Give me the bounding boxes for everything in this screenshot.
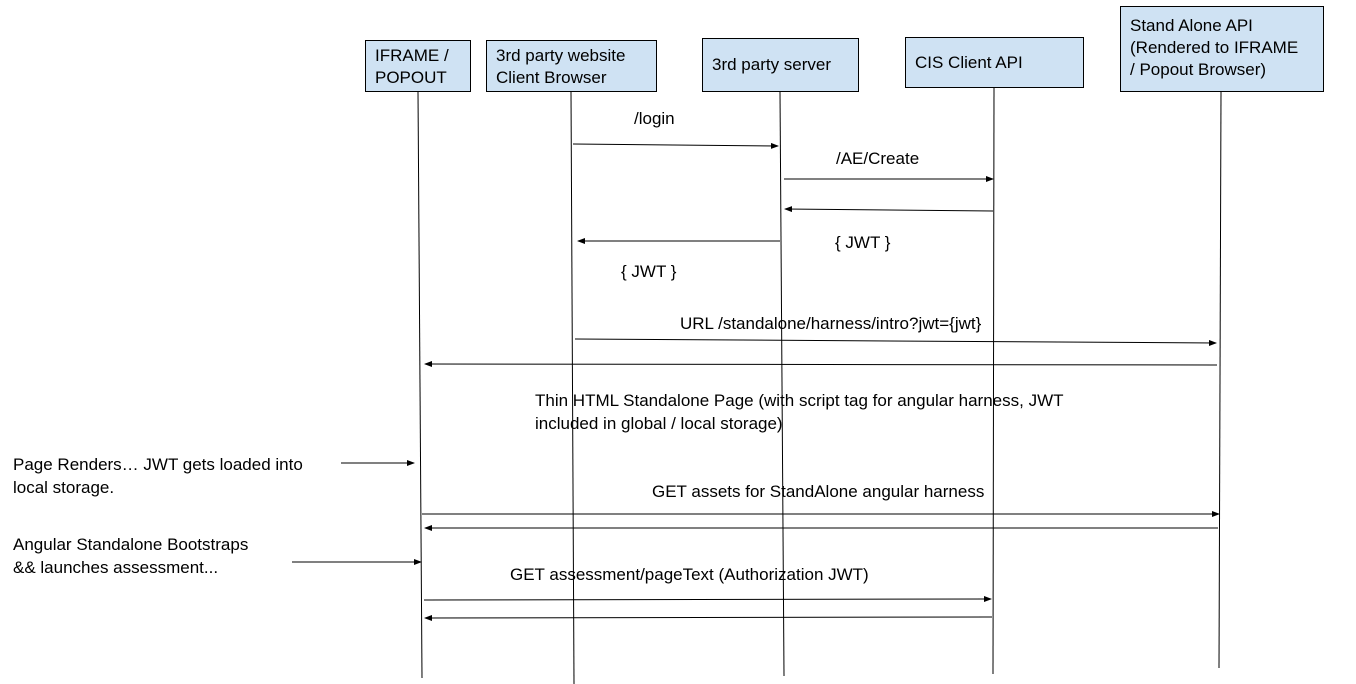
note-thin-html: Thin HTML Standalone Page (with script t…: [535, 389, 1064, 435]
participant-label: Client Browser: [496, 68, 607, 87]
message-label-cis-return: { JWT }: [835, 233, 891, 252]
lifeline-browser: [570, 91, 575, 684]
note-angular-bootstraps: Angular Standalone Bootstraps && launche…: [13, 533, 248, 579]
participant-iframe: IFRAME / POPOUT: [365, 40, 471, 92]
note-line: included in global / local storage): [535, 414, 783, 433]
participant-browser: 3rd party website Client Browser: [486, 40, 657, 92]
arrow-get-pagetext: [423, 596, 992, 603]
arrow-login: [572, 142, 779, 149]
arrow-thin-page-return: [424, 361, 1218, 368]
participant-label: POPOUT: [375, 68, 447, 87]
participant-label: (Rendered to IFRAME: [1130, 38, 1299, 57]
participant-label: Stand Alone API: [1130, 16, 1253, 35]
arrow-pagetext-return: [424, 614, 993, 621]
participant-label: CIS Client API: [915, 52, 1023, 72]
lifeline-standalone: [1218, 91, 1222, 669]
message-label-get-pagetext: GET assessment/pageText (Authorization J…: [510, 565, 869, 584]
participant-label: IFRAME /: [375, 46, 449, 65]
lifeline-iframe: [417, 91, 423, 679]
lifeline-cis: [992, 87, 995, 675]
note-line: local storage.: [13, 478, 115, 497]
message-label-url-request: URL /standalone/harness/intro?jwt={jwt}: [680, 314, 982, 333]
message-label-ae-create: /AE/Create: [836, 149, 920, 168]
message-label-server-return: { JWT }: [621, 262, 677, 281]
participant-server: 3rd party server: [702, 38, 859, 92]
note-page-renders: Page Renders… JWT gets loaded into local…: [13, 453, 303, 499]
note-line: && launches assessment...: [13, 558, 219, 577]
message-label-get-assets: GET assets for StandAlone angular harnes…: [652, 482, 985, 501]
note-line: Angular Standalone Bootstraps: [13, 535, 249, 554]
participant-label: 3rd party server: [712, 55, 832, 74]
participant-label: 3rd party website: [496, 46, 626, 65]
participant-standalone: Stand Alone API (Rendered to IFRAME / Po…: [1120, 6, 1324, 92]
message-label-login: /login: [634, 109, 675, 128]
participant-label: / Popout Browser): [1130, 60, 1267, 79]
participant-cis: CIS Client API: [905, 37, 1084, 88]
arrow-cis-return: [784, 206, 994, 213]
note-line: Thin HTML Standalone Page (with script t…: [535, 391, 1064, 410]
arrow-url-request: [574, 338, 1217, 346]
note-line: Page Renders… JWT gets loaded into: [13, 455, 303, 474]
lifeline-server: [779, 91, 785, 677]
